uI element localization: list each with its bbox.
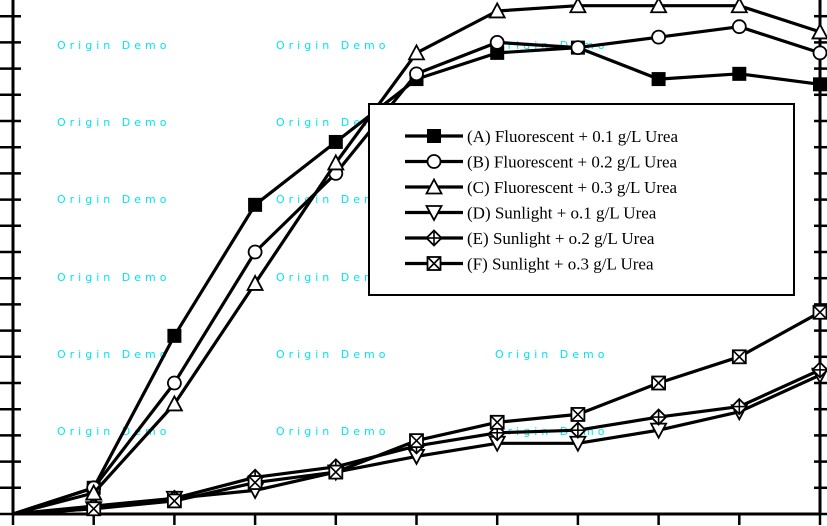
data-point bbox=[651, 72, 666, 87]
data-point bbox=[407, 43, 426, 61]
marker-stroke bbox=[328, 465, 343, 480]
watermark-text: Origin Demo bbox=[57, 116, 170, 129]
data-point bbox=[730, 397, 749, 416]
data-point bbox=[247, 244, 263, 260]
legend-marker bbox=[424, 177, 444, 195]
marker-stroke bbox=[732, 349, 747, 364]
marker-stroke bbox=[570, 407, 585, 422]
data-point bbox=[489, 35, 505, 50]
watermark-text: Origin Demo bbox=[276, 193, 389, 206]
data-point bbox=[84, 483, 103, 501]
legend-marker bbox=[425, 229, 443, 247]
watermark-text: Origin Demo bbox=[276, 39, 389, 52]
legend-marker bbox=[424, 205, 444, 222]
legend-marker bbox=[427, 129, 441, 143]
data-point bbox=[86, 501, 102, 517]
watermark-text: Origin Demo bbox=[57, 348, 170, 361]
watermark-text: Origin Demo bbox=[276, 425, 389, 438]
data-point bbox=[812, 304, 827, 320]
watermark-text: Origin Demo bbox=[57, 271, 170, 284]
data-point bbox=[248, 197, 263, 212]
legend-label: (A) Fluorescent + 0.1 g/L Urea bbox=[467, 127, 678, 146]
legend-marker bbox=[426, 256, 442, 271]
data-point bbox=[167, 328, 182, 343]
data-point bbox=[489, 414, 505, 430]
marker-stroke bbox=[248, 475, 263, 490]
data-point bbox=[810, 22, 827, 40]
data-point bbox=[326, 153, 345, 171]
data-point bbox=[569, 421, 587, 439]
legend-label: (E) Sunlight + o.2 g/L Urea bbox=[467, 229, 655, 248]
legend-label: (D) Sunlight + o.1 g/L Urea bbox=[467, 204, 657, 223]
data-point bbox=[165, 394, 184, 412]
series-f bbox=[12, 304, 827, 517]
data-point bbox=[651, 29, 666, 45]
data-point bbox=[568, 0, 587, 14]
legend-label: (B) Fluorescent + 0.2 g/L Urea bbox=[467, 153, 678, 172]
data-point bbox=[166, 493, 182, 509]
data-point bbox=[649, 0, 668, 14]
data-point bbox=[731, 349, 747, 365]
legend-item: (A) Fluorescent + 0.1 g/L Urea bbox=[405, 127, 678, 146]
legend-label: (C) Fluorescent + 0.3 g/L Urea bbox=[467, 178, 678, 197]
data-point bbox=[488, 1, 507, 19]
data-point bbox=[651, 375, 666, 391]
legend-item: (C) Fluorescent + 0.3 g/L Urea bbox=[405, 177, 678, 197]
legend-item: (B) Fluorescent + 0.2 g/L Urea bbox=[405, 153, 678, 172]
data-point bbox=[649, 408, 668, 426]
data-point bbox=[732, 66, 747, 81]
watermark-text: Origin Demo bbox=[276, 348, 389, 361]
marker-stroke bbox=[409, 433, 424, 448]
watermark-text: Origin Demo bbox=[495, 348, 608, 361]
data-point bbox=[409, 433, 424, 449]
legend-item: (E) Sunlight + o.2 g/L Urea bbox=[405, 229, 655, 248]
legend: (A) Fluorescent + 0.1 g/L Urea (B) Fluore… bbox=[368, 103, 795, 296]
series-c bbox=[12, 0, 827, 516]
watermark-text: Origin Demo bbox=[57, 39, 170, 52]
marker-stroke bbox=[426, 256, 442, 271]
series-layer bbox=[12, 0, 827, 519]
marker-stroke bbox=[167, 493, 182, 508]
data-point bbox=[731, 19, 747, 35]
data-point bbox=[811, 361, 827, 379]
legend-item: (F) Sunlight + o.3 g/L Urea bbox=[405, 255, 654, 274]
data-point bbox=[813, 77, 827, 92]
data-point bbox=[812, 45, 827, 61]
data-point bbox=[570, 40, 586, 56]
data-point bbox=[409, 66, 424, 82]
legend-label: (F) Sunlight + o.3 g/L Urea bbox=[467, 255, 654, 274]
data-point bbox=[570, 407, 586, 422]
legend-marker bbox=[426, 154, 442, 169]
data-point bbox=[246, 274, 265, 291]
data-point bbox=[328, 464, 344, 480]
data-point bbox=[247, 475, 263, 490]
data-point bbox=[328, 134, 343, 149]
marker-stroke bbox=[651, 375, 666, 391]
watermark-text: Origin Demo bbox=[276, 271, 389, 284]
data-point bbox=[166, 375, 182, 391]
watermark-text: Origin Demo bbox=[57, 193, 170, 206]
marker-stroke bbox=[86, 501, 101, 516]
data-point bbox=[730, 0, 749, 14]
marker-stroke bbox=[812, 305, 827, 320]
marker-stroke bbox=[490, 415, 505, 430]
legend-item: (D) Sunlight + o.1 g/L Urea bbox=[405, 204, 657, 223]
